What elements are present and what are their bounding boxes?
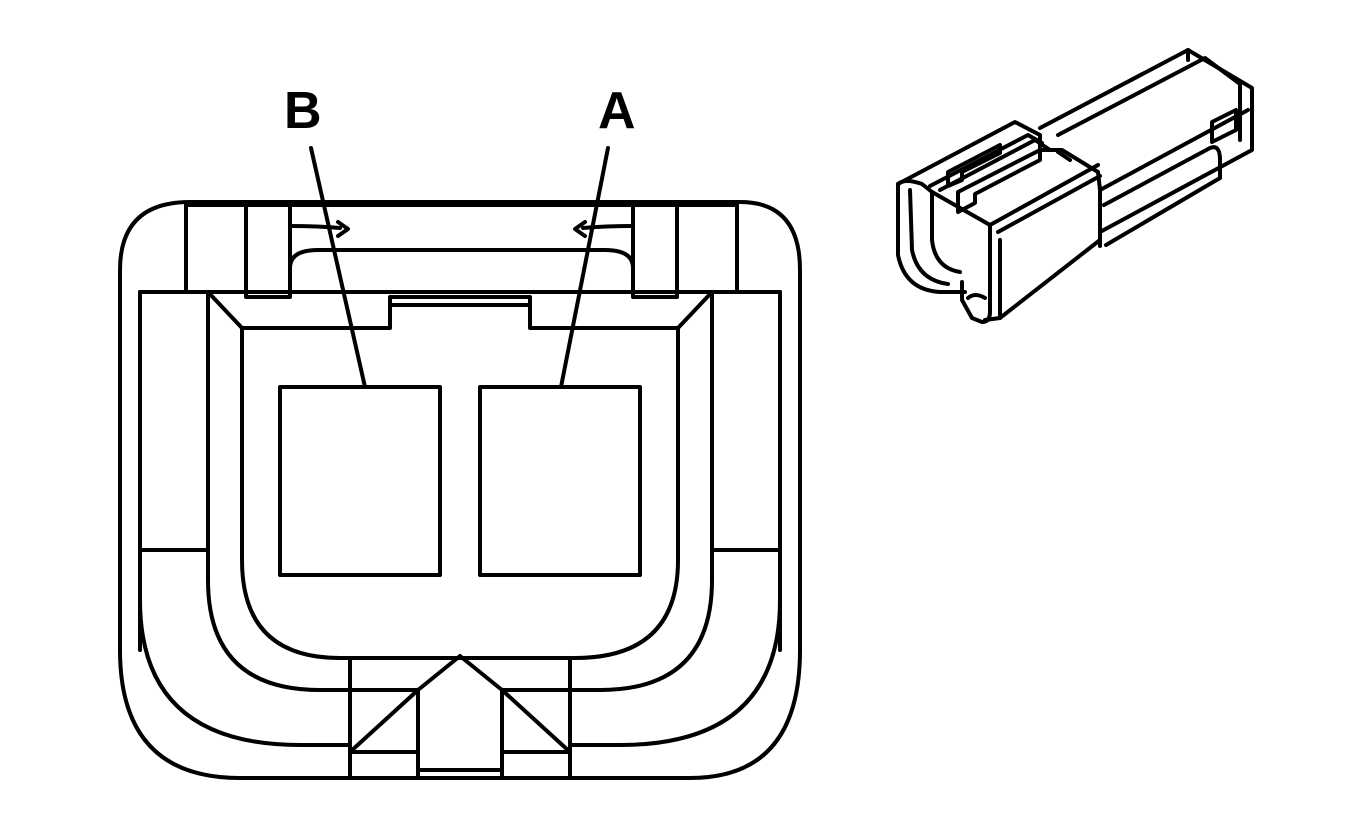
- terminal-cavity-a: [478, 385, 642, 577]
- terminal-cavity-b: [278, 385, 442, 577]
- latch-arrow-right: [573, 220, 587, 238]
- housing-outline: [118, 200, 802, 780]
- lock-tab: [184, 203, 739, 299]
- connector-face-view: B A: [118, 82, 802, 780]
- connector-isometric-view: [896, 48, 1254, 324]
- leader-line-b: [309, 146, 367, 389]
- leader-line-a: [559, 146, 610, 389]
- bottom-key: [348, 654, 572, 780]
- pin-label-b: B: [284, 82, 322, 140]
- latch-arrow-left: [336, 220, 350, 238]
- pin-label-a: A: [598, 82, 636, 140]
